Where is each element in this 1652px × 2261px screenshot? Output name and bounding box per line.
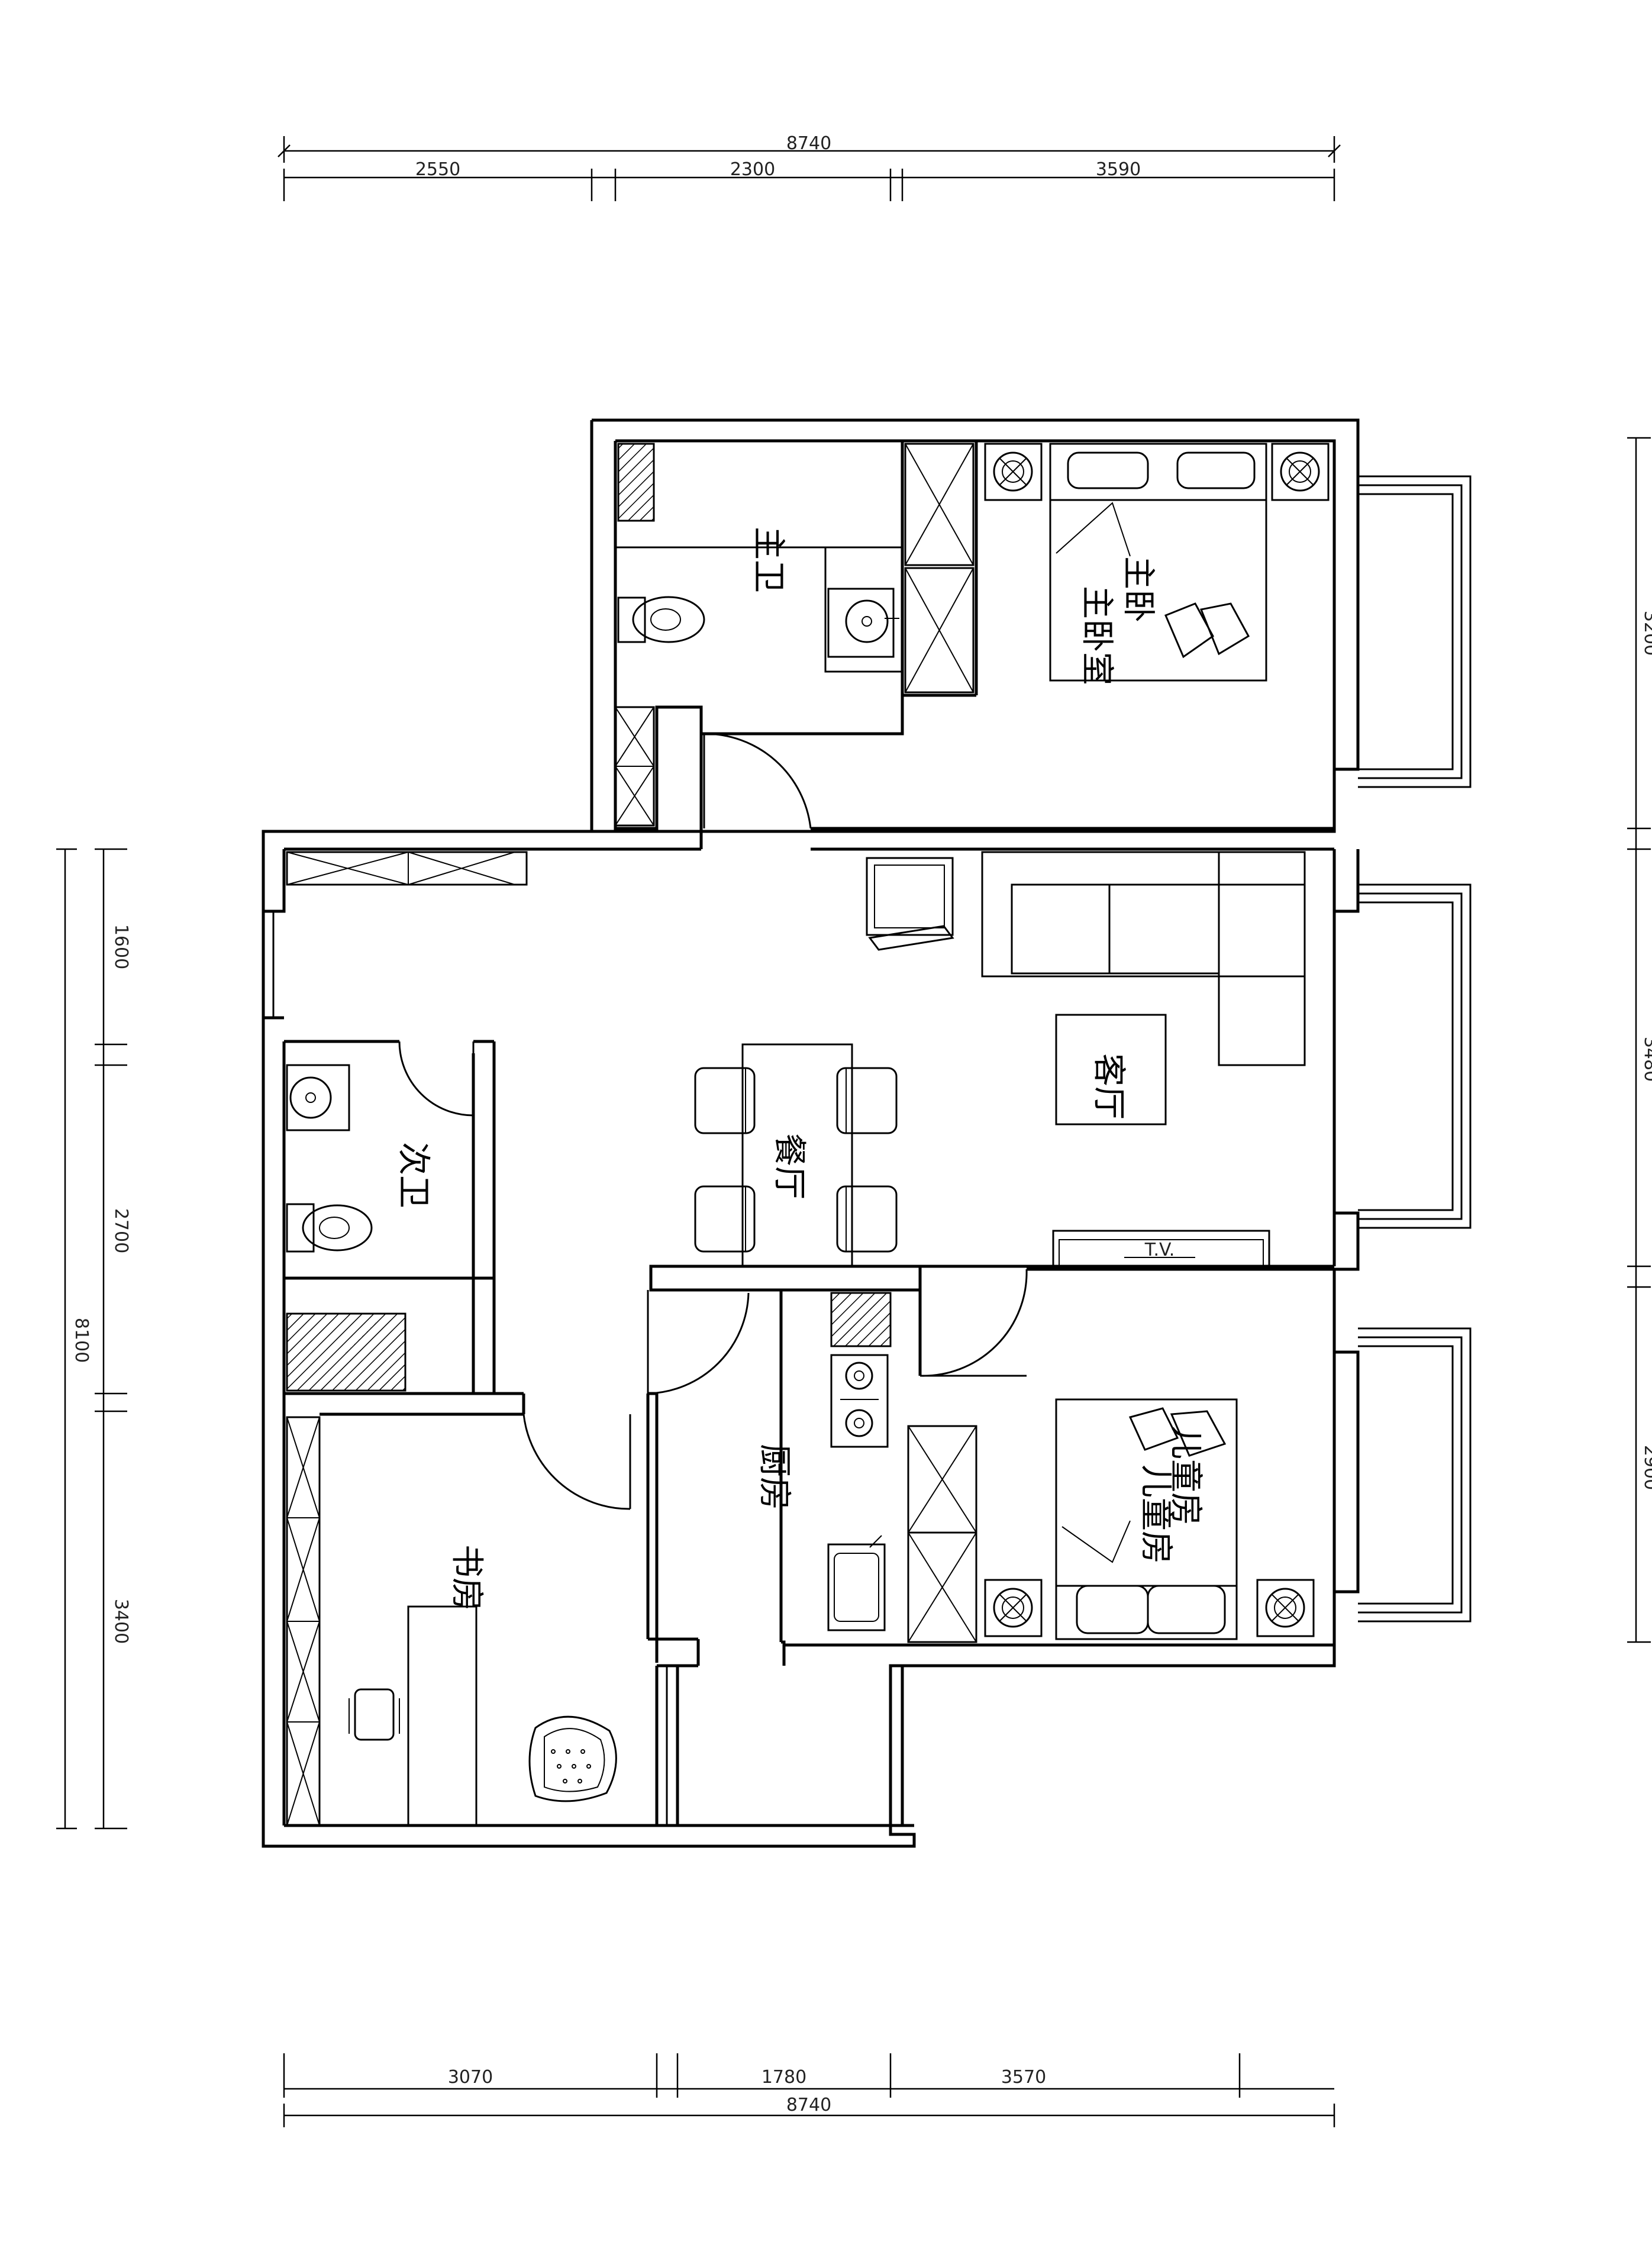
dim-bottom-total: 8740 (786, 2095, 831, 2115)
second-bath-fixtures: 次卫 (286, 1064, 433, 1392)
wardrobe (907, 1425, 977, 1643)
bath-closet (614, 706, 655, 827)
master-bedroom-furniture: 主卧 主卧室 (904, 443, 1330, 694)
dining-chair-icon (836, 1185, 898, 1253)
dim-top-seg-3: 3590 (1096, 159, 1141, 180)
sink-icon (286, 1064, 350, 1131)
master-bath-fixtures: 主卫 (614, 443, 902, 827)
sofa-icon (981, 851, 1306, 1066)
dimension-left: 8100 1600 2700 3400 (56, 848, 131, 1830)
child-room-furniture: 儿童房 儿童房 (907, 1398, 1315, 1643)
dim-top-seg-1: 2550 (415, 159, 460, 180)
wardrobe (904, 443, 975, 694)
dim-left-seg-3: 3400 (111, 1599, 131, 1644)
toilet-icon (617, 596, 705, 643)
dimension-right: 3200 3480 2900 (1627, 437, 1652, 1643)
label-dining-room: 餐厅 (770, 1133, 808, 1199)
label-kitchen: 厨房 (755, 1444, 793, 1510)
kitchen-sink-icon (827, 1535, 886, 1631)
dim-left-seg-1: 1600 (111, 924, 131, 969)
office-chair-icon (349, 1688, 400, 1741)
nightstand-lamp-icon (1271, 443, 1330, 501)
dimension-bottom: 3070 1780 3570 8740 (283, 2053, 1335, 2127)
dining-furniture: 餐厅 (694, 1043, 898, 1267)
storage-cabinet (286, 851, 528, 886)
tv-label: T.V. (1144, 1240, 1175, 1260)
study-furniture: 书房 (286, 1416, 617, 1827)
armchair-icon (866, 857, 954, 951)
doors (398, 731, 1028, 1510)
nightstand-lamp-icon (984, 1579, 1043, 1637)
dim-bottom-seg-2: 1780 (762, 2067, 806, 2088)
bookshelf (286, 1416, 321, 1827)
sink-icon (827, 588, 899, 658)
dimension-top: 8740 2550 2300 3590 (278, 133, 1341, 201)
lounge-chair-icon (528, 1715, 617, 1802)
windows (262, 475, 1472, 1825)
dining-chair-icon (836, 1067, 898, 1134)
label-living-room: 客厅 (1089, 1053, 1128, 1120)
dining-chair-icon (694, 1185, 756, 1253)
double-bed (1055, 1398, 1238, 1640)
walls (262, 418, 1360, 1848)
toilet-icon (286, 1203, 373, 1253)
exhaust-hood (830, 1292, 892, 1347)
label-master-bath: 主卫 (749, 527, 788, 593)
label-study: 书房 (447, 1544, 486, 1611)
nightstand-lamp-icon (1256, 1579, 1315, 1637)
dining-chair-icon (694, 1067, 756, 1134)
dim-top-total: 8740 (786, 133, 831, 154)
dim-left-total: 8100 (71, 1318, 92, 1363)
double-bed (1049, 443, 1267, 682)
dim-right-seg-2: 3480 (1640, 1037, 1652, 1082)
kitchen-fixtures: 厨房 (755, 1292, 892, 1631)
desk (407, 1605, 477, 1825)
dim-bottom-seg-1: 3070 (448, 2067, 493, 2088)
coffee-table (1055, 1014, 1167, 1125)
dim-right-seg-1: 3200 (1640, 611, 1652, 656)
shower-tray (286, 1312, 406, 1392)
dining-table (741, 1043, 853, 1267)
label-second-bath: 次卫 (394, 1142, 433, 1208)
label-child-room-duplicate: 儿童房 (1137, 1465, 1175, 1564)
nightstand-lamp-icon (984, 443, 1043, 501)
label-master-bedroom: 主卧 (1119, 556, 1157, 622)
living-room-furniture: T.V. 客厅 (286, 851, 1306, 1267)
water-heater (617, 443, 655, 522)
dim-right-seg-3: 2900 (1640, 1445, 1652, 1490)
label-master-bedroom-full: 主卧室 (1077, 586, 1116, 685)
dim-bottom-seg-3: 3570 (1001, 2067, 1046, 2088)
label-child-room: 儿童房 (1166, 1426, 1205, 1525)
dim-left-seg-2: 2700 (111, 1208, 131, 1253)
dim-top-seg-2: 2300 (730, 159, 775, 180)
tv-cabinet: T.V. (1052, 1230, 1270, 1267)
gas-stove-icon (830, 1354, 889, 1448)
